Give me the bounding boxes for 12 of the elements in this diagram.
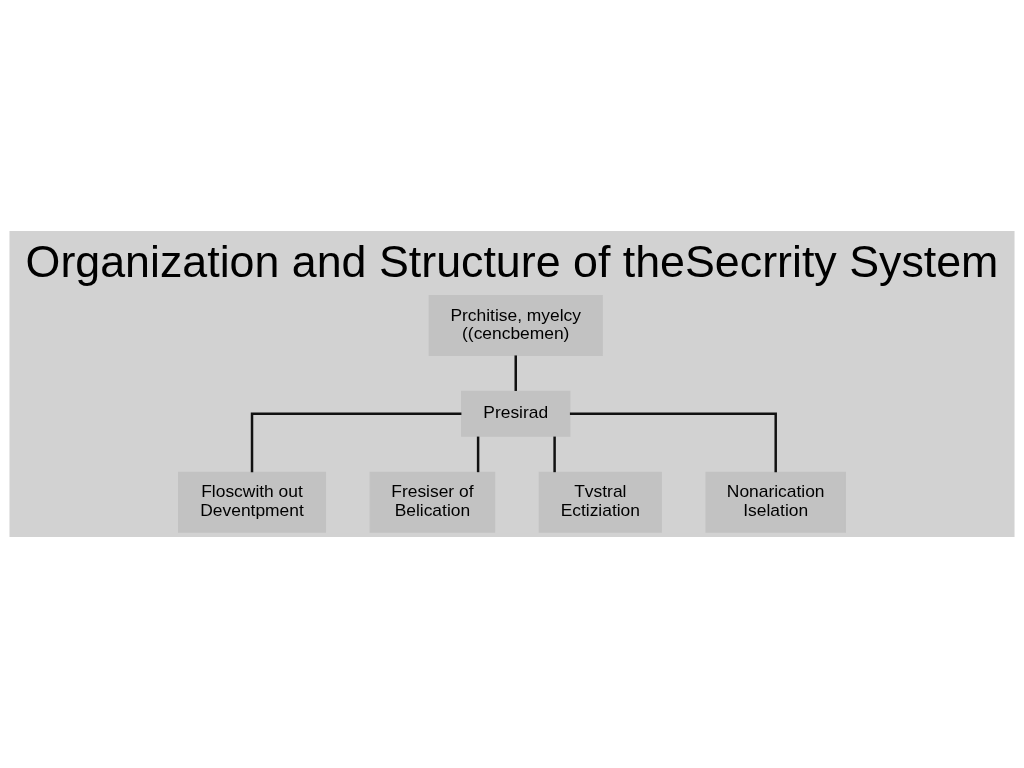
- connector: [553, 436, 556, 473]
- node-box: Floscwith out Deventpment: [178, 471, 327, 533]
- node-box: Prchitise, myelcy ((cencbemen): [428, 295, 603, 356]
- connector: [250, 412, 462, 473]
- diagram-title: Organization and Structure of theSecrrity System: [25, 235, 999, 286]
- connector: [476, 436, 480, 473]
- node-box: Nonarication Iselation: [705, 471, 846, 533]
- connector: [569, 412, 777, 473]
- node-box: Presirad: [461, 390, 571, 437]
- node-box: Fresiser of Belication: [369, 471, 496, 533]
- connector: [514, 355, 517, 391]
- node-box: Tvstral Ectiziation: [538, 471, 662, 533]
